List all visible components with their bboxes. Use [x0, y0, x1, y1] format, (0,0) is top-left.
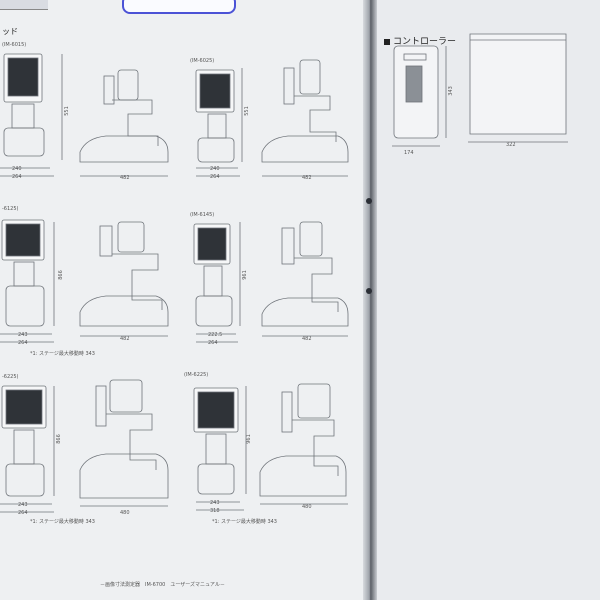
- controller-front-width: 174: [404, 150, 414, 156]
- row1-front-model: (IM-6015): [2, 42, 27, 48]
- row2-right-front-view: [193, 222, 241, 343]
- controller-heading: コントローラー: [384, 34, 456, 47]
- page-tab-left: [0, 0, 48, 10]
- heading-square-icon: [384, 38, 390, 45]
- row3-side-dim: 480: [120, 510, 130, 516]
- section-label-left: ッド: [2, 27, 18, 36]
- row3-right-front-dim-a: 243: [210, 500, 220, 506]
- left-page: [0, 0, 368, 600]
- row1-side-dim: 482: [120, 175, 130, 181]
- row2-note: *1: ステージ最大移動時 343: [30, 351, 95, 357]
- row2-side-dim: 482: [120, 336, 130, 342]
- row3-right-side-dim: 480: [302, 504, 312, 510]
- row3-side-model: (IM-6225): [184, 372, 209, 378]
- row1-side-view: [79, 69, 169, 177]
- row3-front-model: -6225): [2, 374, 19, 380]
- row1-right-side-view: [261, 59, 349, 177]
- row3-side-view: [79, 379, 169, 507]
- controller-depth: 322: [506, 142, 516, 148]
- row1-front-view: [0, 53, 63, 177]
- row3-right-side-view: [259, 383, 348, 505]
- row2-right-front-dim-a: 222.5: [208, 332, 223, 338]
- page-tab-strip: [0, 0, 368, 16]
- controller-front-view: [392, 45, 447, 147]
- row3-front-dim-b: 264: [18, 510, 28, 516]
- row1-front-dim-b: 264: [12, 174, 22, 180]
- binder-hole-top: [366, 198, 372, 204]
- row2-front-model: -6125): [2, 206, 19, 212]
- row3-front-view: [0, 385, 55, 513]
- controller-heading-text: コントローラー: [393, 37, 457, 47]
- book-gutter: [363, 0, 377, 600]
- row2-side-model: (IM-6145): [190, 212, 215, 218]
- row1-right-front-dim-b: 264: [210, 174, 220, 180]
- row3-note-right: *1: ステージ最大移動時 343: [212, 519, 277, 525]
- row2-side-view: [79, 221, 169, 337]
- row1-right-side-dim: 482: [302, 175, 312, 181]
- controller-side-view: [468, 33, 568, 143]
- row2-front-view: [0, 219, 55, 343]
- row1-front-dim-a: 240: [12, 166, 22, 172]
- row2-front-dim-a: 243: [18, 332, 28, 338]
- page-footer: －画像寸法測定器 IM-6700 ユーザーズマニュアル－: [100, 582, 225, 588]
- row2-right-front-dim-b: 264: [208, 340, 218, 346]
- row2-front-dim-b: 264: [18, 340, 28, 346]
- row2-right-side-view: [261, 221, 349, 337]
- row1-right-front-dim-a: 240: [210, 166, 220, 172]
- binder-hole-bottom: [366, 288, 372, 294]
- page-tab-pill: [122, 0, 236, 14]
- row3-note-left: *1: ステージ最大移動時 343: [30, 519, 95, 525]
- row1-right-front-view: [195, 68, 243, 177]
- row2-right-side-dim: 482: [302, 336, 312, 342]
- row3-front-dim-a: 243: [18, 502, 28, 508]
- row3-right-front-dim-b: 318: [210, 508, 220, 514]
- row1-side-model: (IM-6025): [190, 58, 215, 64]
- row3-right-front-view: [193, 386, 247, 511]
